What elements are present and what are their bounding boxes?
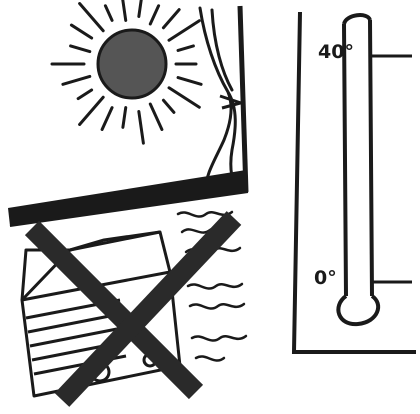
sun-ray [161,98,176,114]
sun-ray [76,88,94,101]
sun-ray [148,4,161,26]
window-frame-right [237,5,249,193]
sun-ray [167,19,201,42]
sun-ray [78,2,105,33]
thermometer-bottom-label: 0° [314,267,337,289]
sun-ray [100,106,114,131]
sun-ray [148,102,164,131]
sun-ray [61,74,92,86]
sun-ray [69,44,92,54]
sun-ray [167,86,201,109]
thermometer-top-label: 40° [318,41,354,63]
sun-ray [137,110,145,145]
panel-frame [291,11,416,354]
prohibited-x-icon [24,211,242,407]
sun-ray [161,8,181,30]
curtain-tie [219,94,245,110]
thermometer-panel: 40° 0° [291,11,416,354]
sun-ray [103,4,114,22]
sun-icon [50,0,203,145]
sun-ray [121,0,128,22]
thermometer-icon [336,13,412,327]
window-scene [8,0,249,407]
sun-ray [78,95,105,126]
sun-ray [137,0,143,18]
sun-ray [176,76,203,86]
window-sill [8,170,248,226]
sun-ray [176,44,195,52]
sun-ray [121,106,128,129]
sun-ray [69,23,94,40]
